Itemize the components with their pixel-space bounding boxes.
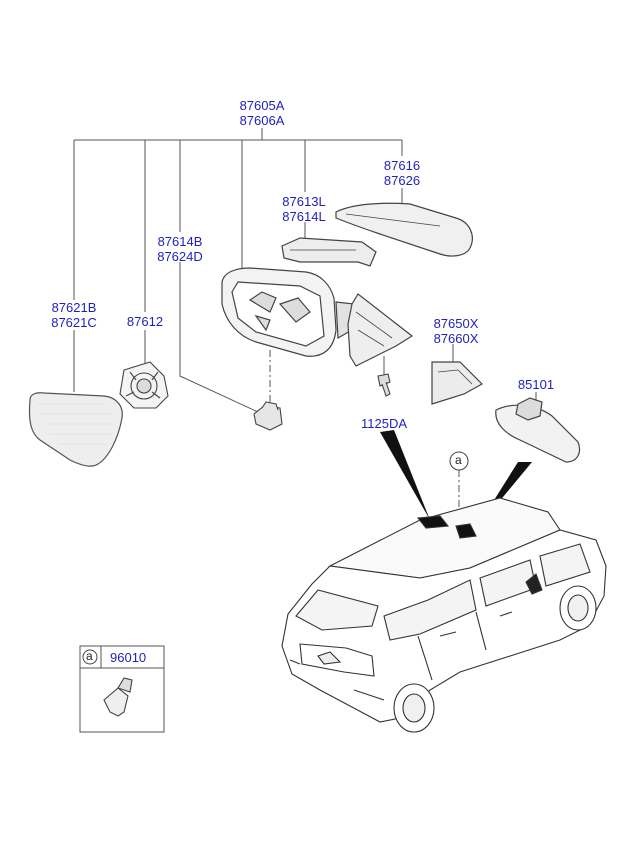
mirror-housing: [221, 267, 355, 357]
part-number: 87660X: [433, 331, 479, 346]
reference-box: [79, 645, 165, 733]
reference-marker-text: a: [455, 453, 462, 467]
reference-circle: [449, 451, 469, 471]
actuator: [119, 361, 169, 409]
part-number: 87650X: [433, 316, 479, 331]
part-number: 87612: [126, 314, 164, 329]
label-housing-assy: 87605A 87606A: [230, 98, 294, 128]
mirror-cap: [335, 202, 473, 257]
label-lamp: 87614B 87624D: [148, 234, 212, 264]
part-number: 87614B: [157, 234, 203, 249]
label-actuator: 87612: [118, 314, 172, 329]
label-triangle-cover: 87650X 87660X: [424, 316, 488, 346]
part-number: 87614L: [282, 209, 326, 224]
label-inside-mirror: 85101: [508, 377, 564, 392]
mirror-glass: [28, 392, 123, 467]
label-cap: 87616 87626: [372, 158, 432, 188]
tool-icon: [103, 677, 133, 717]
garnish: [281, 237, 377, 267]
inside-rearview-mirror: [495, 397, 581, 463]
part-number: 87621B: [51, 300, 97, 315]
vehicle: [281, 497, 607, 733]
pointer-wedge-left: [380, 430, 430, 520]
part-number: 87606A: [239, 113, 285, 128]
label-screw: 1125DA: [352, 416, 416, 431]
label-glass: 87621B 87621C: [42, 300, 106, 330]
reference-box-marker-text: a: [86, 649, 93, 663]
part-number: 87605A: [239, 98, 285, 113]
part-number: 87621C: [51, 315, 97, 330]
part-number: 87624D: [157, 249, 203, 264]
mirror-base: [347, 293, 414, 367]
part-number: 87626: [383, 173, 421, 188]
part-number: 1125DA: [360, 416, 407, 431]
screw: [377, 373, 391, 397]
side-lamp: [253, 401, 283, 431]
part-number: 85101: [517, 377, 555, 392]
part-number: 87616: [383, 158, 421, 173]
triangle-cover: [431, 361, 483, 405]
part-number: 87613L: [282, 194, 326, 209]
label-garnish: 87613L 87614L: [272, 194, 336, 224]
leader-lines: [73, 128, 537, 413]
reference-part-number: 96010: [110, 650, 147, 665]
